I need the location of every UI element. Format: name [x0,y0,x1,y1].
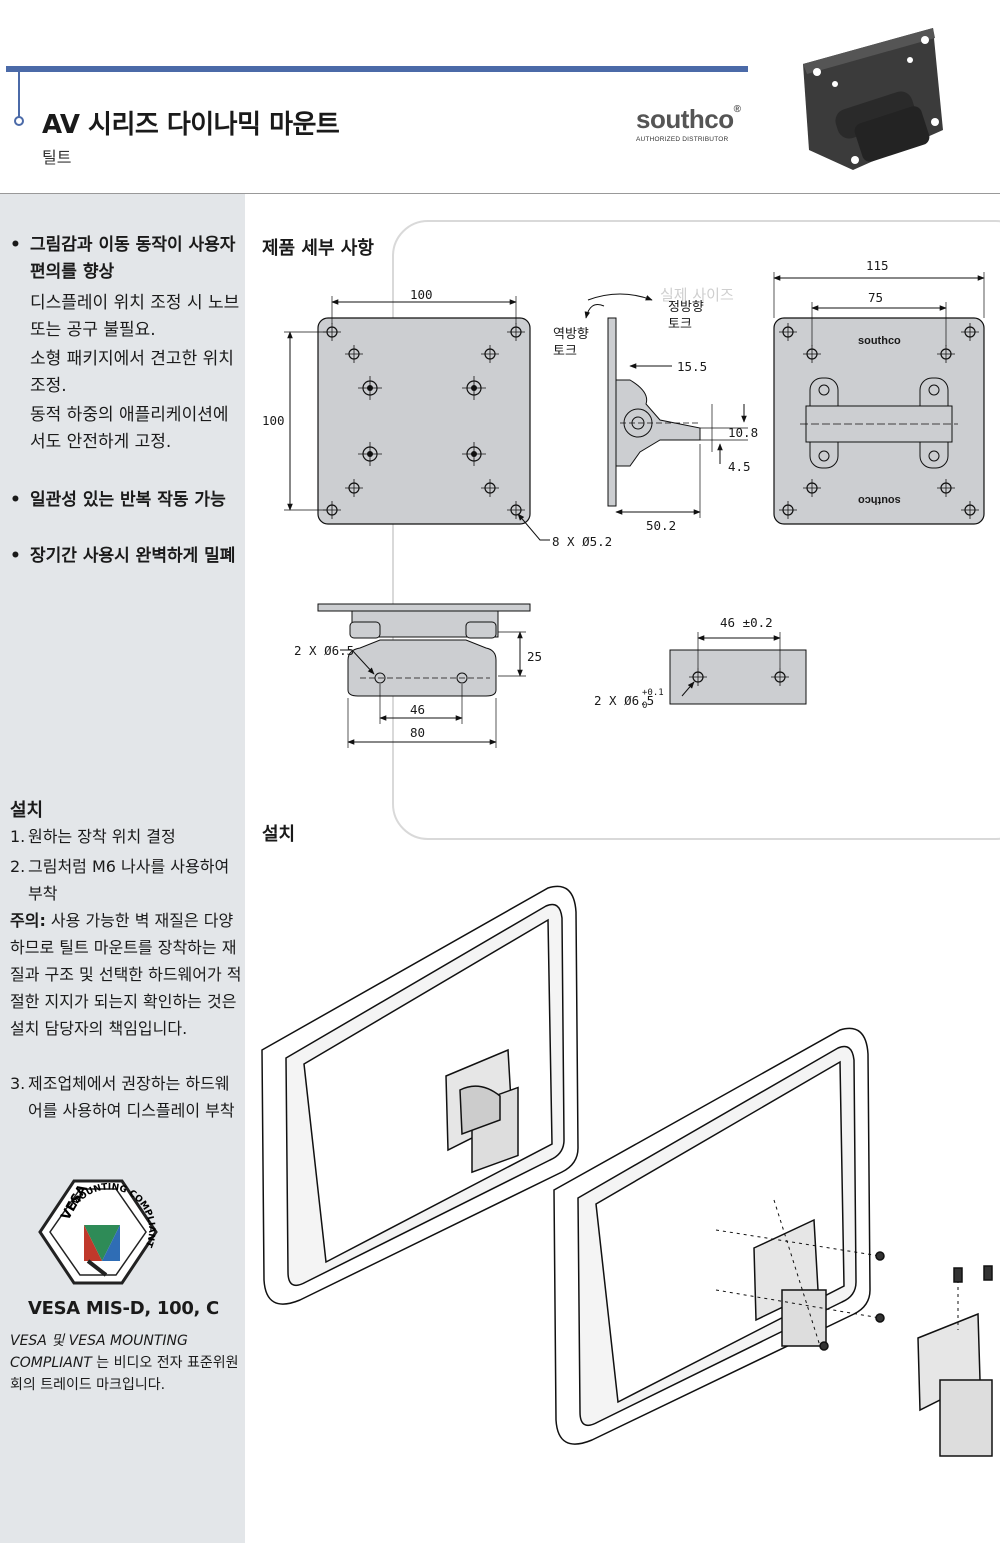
step-text: 제조업체에서 권장하는 하드웨어를 사용하여 디스플레이 부착 [28,1074,235,1120]
header-vertical-line [18,72,20,118]
bullet: • [10,490,21,510]
dim-bottom-height: 25 [527,649,543,664]
install-step: 1. 원하는 장착 위치 결정 [10,823,242,850]
feature-text: 디스플레이 위치 조정 시 노브 또는 공구 불필요. [30,293,240,340]
hole-pattern-drawing [669,632,807,705]
step-number: 3. [10,1074,26,1093]
logo-tagline: AUTHORIZED DISTRIBUTOR [636,136,729,143]
install-step: 3. 제조업체에서 권장하는 하드웨어를 사용하여 디스플레이 부착 [10,1070,242,1124]
feature-item: 소형 패키지에서 견고한 위치 조정. [10,346,242,400]
feature-text: 일관성 있는 반복 작동 가능 [30,490,226,510]
install-note: 주의: 사용 가능한 벽 재질은 다양하므로 틸트 마운트를 장착하는 재질과 … [10,907,242,1042]
dim-bottom-46: 46 [410,702,426,717]
dim-side-10-8: 10.8 [728,425,759,440]
back-plate-drawing [773,272,985,525]
dim-hole-count: 8 X Ø5.2 [552,534,613,549]
dim-tolerance-upper: +0.1 [642,688,664,698]
dim-front-height: 100 [262,413,285,428]
header-divider [0,193,1000,194]
header-accent-bar [6,66,748,72]
sidebar [0,194,245,1543]
trademark-note: VESA 및 VESA MOUNTING COMPLIANT 는 비디오 전자 … [10,1330,242,1396]
step-number: 1. [10,827,26,846]
trademark-italic: VESA 및 VESA MOUNTING COMPLIANT [10,1333,188,1371]
feature-item: • 일관성 있는 반복 작동 가능 [10,487,242,514]
vesa-compliant-badge: VESA MOUNTING COMPLIANT [38,1179,158,1285]
reverse-torque-label: 역방향 토크 [553,327,589,359]
dim-side-4-5: 4.5 [728,459,751,474]
actual-size-label: 실제 사이즈 [660,286,734,304]
feature-text: 소형 패키지에서 견고한 위치 조정. [30,349,234,396]
install-illustration-monitor [261,885,579,1305]
header-dot [14,116,24,126]
bullet: • [10,546,21,566]
dim-back-inner: 75 [868,290,884,305]
trademark-text: 는 비디오 전자 표준위원회의 트레이드 마크입니다. [10,1355,239,1393]
page-subtitle: 틸트 [42,148,72,167]
note-text: 사용 가능한 벽 재질은 다양하므로 틸트 마운트를 장착하는 재질과 구조 및… [10,911,242,1038]
install-illustration-exploded [553,1027,993,1457]
bullet: • [10,235,21,255]
step-text: 그림처럼 M6 나사를 사용하여 부착 [28,857,230,903]
back-brand-top: southco [858,335,901,347]
feature-item: 동적 하중의 애플리케이션에서도 안전하게 고정. [10,402,242,456]
dim-back-width: 115 [866,258,889,273]
southco-logo: southco® AUTHORIZED DISTRIBUTOR [636,104,741,143]
feature-item: 디스플레이 위치 조정 시 노브 또는 공구 불필요. [10,290,242,344]
step-number: 2. [10,857,26,876]
install-heading-sidebar: 설치 [10,800,44,821]
back-brand-bottom: southco [858,494,901,506]
product-details-heading: 제품 세부 사항 [262,238,374,259]
dim-bottom-holes: 2 X Ø6.5 [294,643,355,658]
dim-tolerance-46: 46 ±0.2 [720,615,773,630]
bottom-view-drawing [317,603,531,748]
dim-tolerance-holes: 2 X Ø6.5 [594,693,655,708]
dim-side-depth: 50.2 [646,518,677,533]
logo-brand: southco [636,104,734,134]
dim-front-width: 100 [410,287,433,302]
feature-text: 동적 하중의 애플리케이션에서도 안전하게 고정. [30,405,229,452]
front-plate-drawing [284,296,550,541]
install-heading-main: 설치 [262,824,296,845]
vesa-standard-title: VESA MIS-D, 100, C [28,1298,219,1319]
logo-registered: ® [733,104,741,115]
install-step: 2. 그림처럼 M6 나사를 사용하여 부착 [10,853,242,907]
feature-item: • 장기간 사용시 완벽하게 밀폐 [10,543,242,570]
forward-torque-label: 정방향 토크 [668,300,704,332]
page-title: AV 시리즈 다이나믹 마운트 [42,110,340,140]
dim-side-15-5: 15.5 [677,359,708,374]
dim-bottom-80: 80 [410,725,426,740]
product-details-frame [392,220,1000,840]
step-text: 원하는 장착 위치 결정 [28,827,176,846]
dim-tolerance-lower: 0 [642,701,648,711]
feature-text: 장기간 사용시 완벽하게 밀폐 [30,546,236,566]
note-label: 주의: [10,911,46,930]
feature-text: 그림감과 이동 동작이 사용자 편의를 향상 [30,235,236,282]
feature-item: • 그림감과 이동 동작이 사용자 편의를 향상 [10,232,242,286]
side-view-drawing [584,293,748,518]
product-photo [803,28,943,170]
